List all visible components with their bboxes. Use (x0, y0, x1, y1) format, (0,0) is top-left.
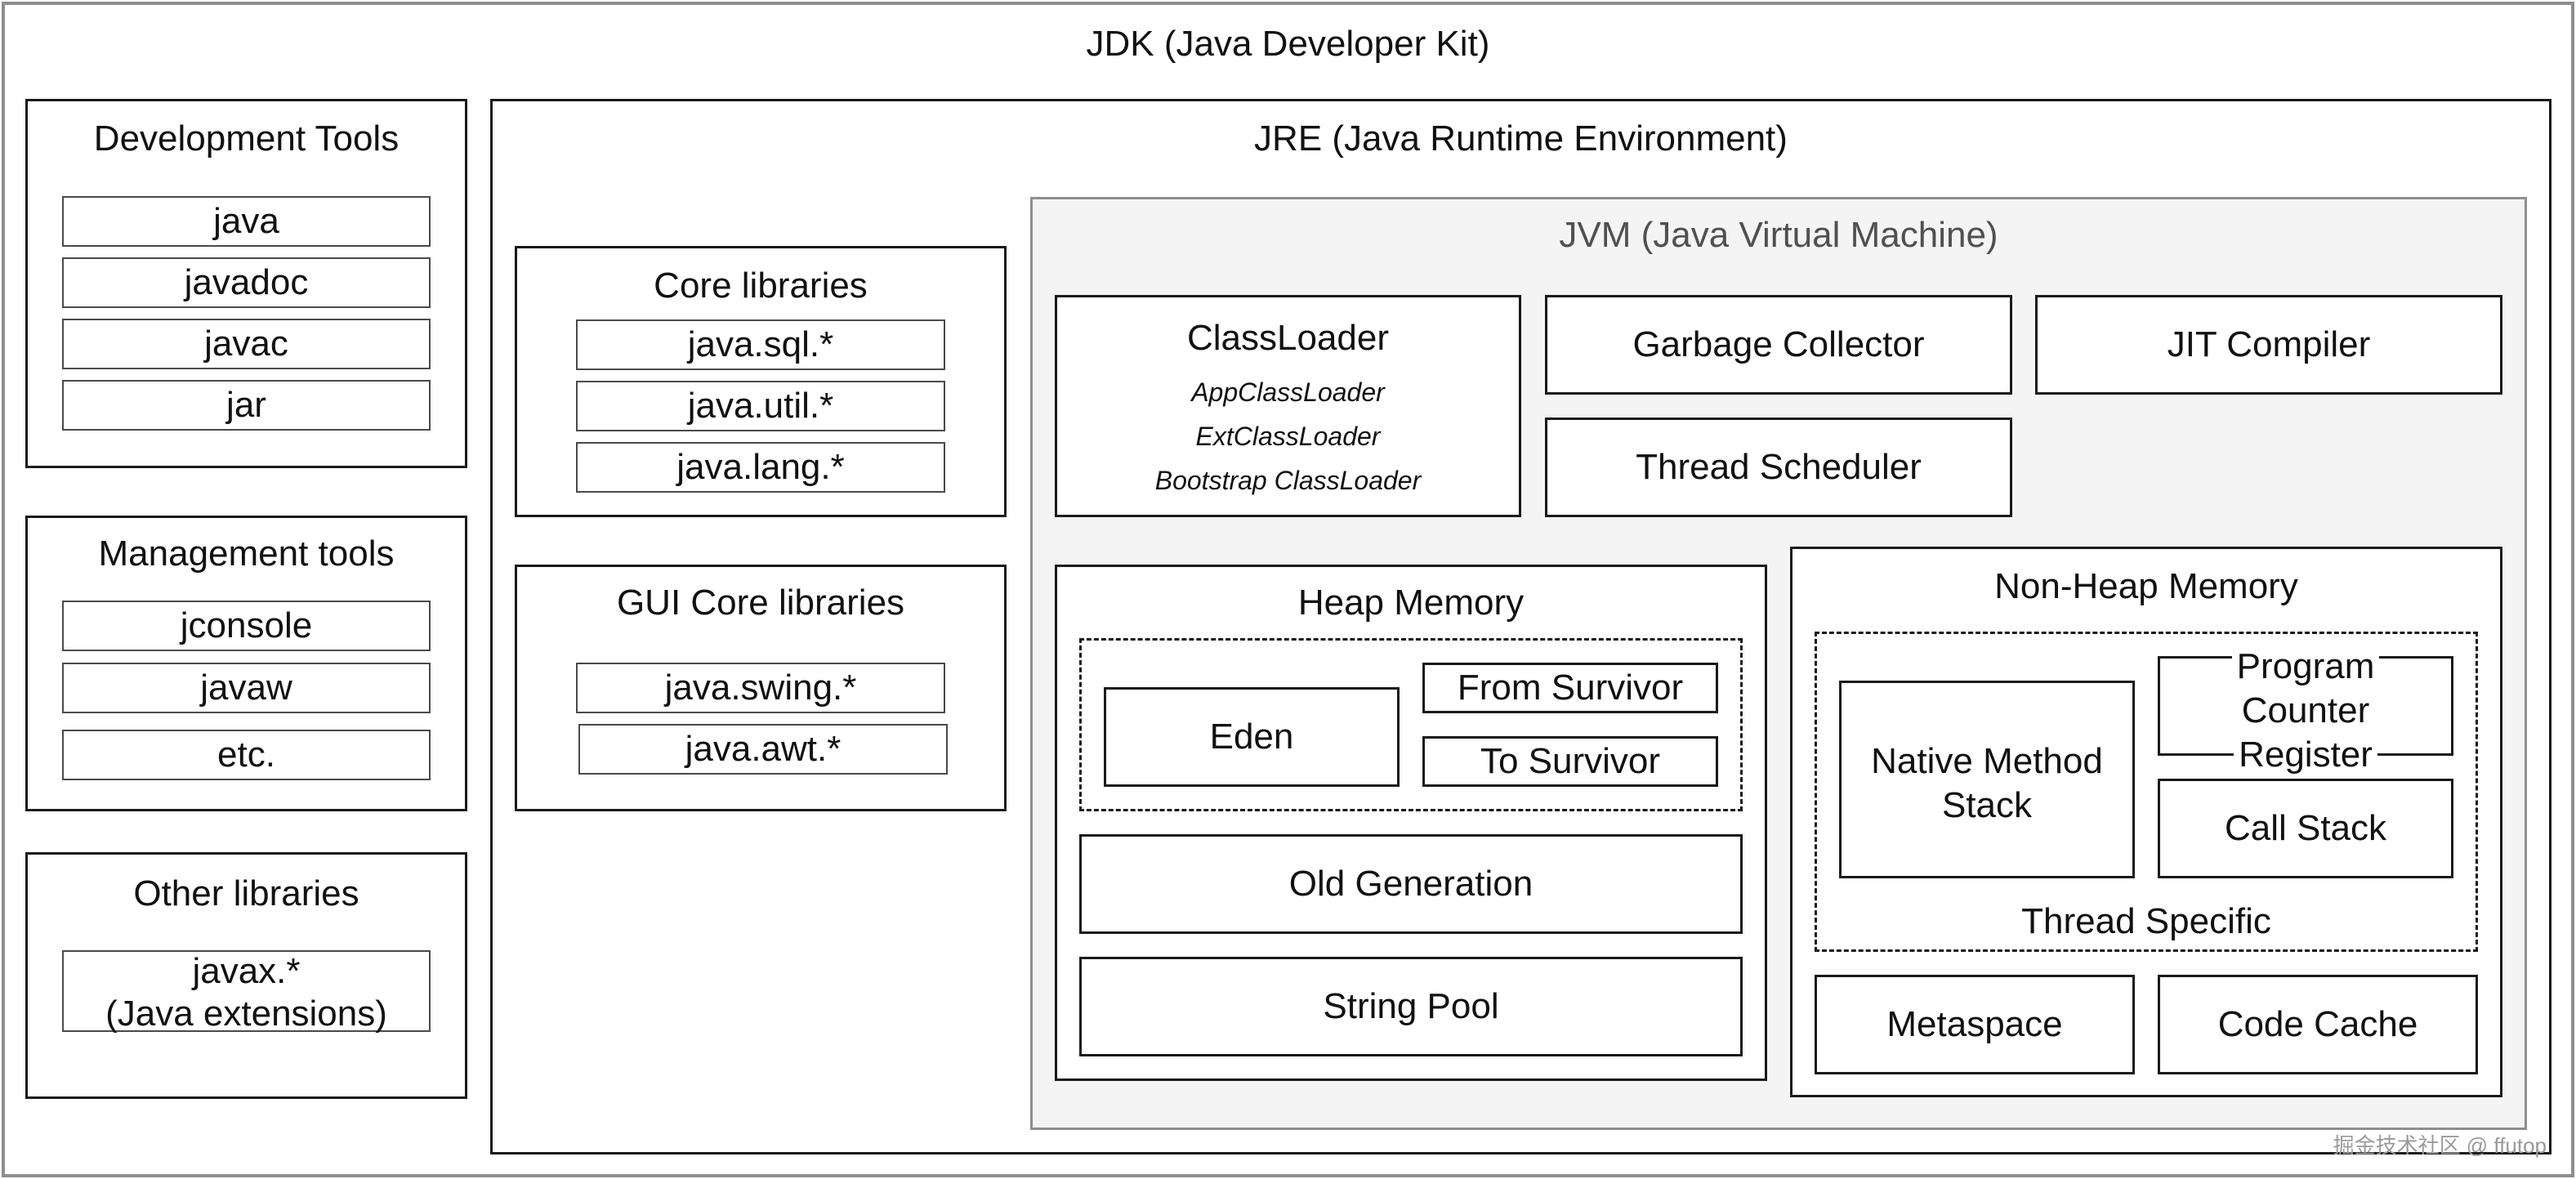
classloader-bootstrap: Bootstrap ClassLoader (1154, 466, 1422, 495)
program-counter-line1: Program (2160, 646, 2451, 686)
jit-compiler-box: JIT Compiler (2035, 295, 2502, 395)
core-libraries-title: Core libraries (654, 266, 868, 306)
library-java-util: java.util.* (576, 381, 945, 431)
call-stack-box: Call Stack (2158, 779, 2453, 878)
tool-java: java (62, 196, 431, 247)
metaspace-box: Metaspace (1815, 975, 2135, 1074)
code-cache-box: Code Cache (2158, 975, 2478, 1074)
jre-title: JRE (Java Runtime Environment) (1254, 118, 1788, 159)
young-generation-region (1079, 638, 1743, 811)
native-method-stack-box: Native Method Stack (1839, 681, 2135, 878)
tool-javadoc: javadoc (62, 257, 431, 308)
tool-jconsole: jconsole (62, 601, 431, 651)
from-survivor-box: From Survivor (1422, 663, 1718, 713)
library-java-swing: java.swing.* (576, 663, 945, 713)
thread-specific-label: Thread Specific (2021, 901, 2271, 941)
heap-memory-title: Heap Memory (1297, 583, 1525, 623)
eden-box: Eden (1104, 687, 1400, 787)
library-javax-description: (Java extensions) (105, 994, 387, 1034)
development-tools-title: Development Tools (93, 118, 400, 159)
tool-javaw: javaw (62, 663, 431, 713)
jvm-title: JVM (Java Virtual Machine) (1559, 215, 1998, 255)
program-counter-register-box: Program Counter Register (2158, 646, 2453, 775)
old-generation-box: Old Generation (1079, 834, 1743, 934)
tool-jar: jar (62, 380, 431, 431)
watermark: 掘金技术社区 @ ffutop (2333, 1133, 2547, 1158)
string-pool-box: String Pool (1079, 957, 1743, 1056)
gui-core-libraries-title: GUI Core libraries (616, 583, 905, 623)
jdk-title: JDK (Java Developer Kit) (1086, 24, 1490, 64)
native-method-stack-line2: Stack (1941, 785, 2033, 825)
tool-etc: etc. (62, 730, 431, 780)
non-heap-memory-title: Non-Heap Memory (1994, 566, 2298, 606)
program-counter-line3-text: Register (2234, 735, 2377, 775)
classloader-title: ClassLoader (1186, 318, 1390, 358)
program-counter-line2: Counter (2241, 690, 2370, 730)
management-tools-title: Management tools (98, 534, 395, 574)
library-javax: javax.* (Java extensions) (62, 950, 431, 1032)
thread-scheduler-box: Thread Scheduler (1545, 418, 2012, 517)
classloader-ext: ExtClassLoader (1195, 422, 1381, 451)
program-counter-line3: Register (2160, 735, 2451, 775)
library-java-sql: java.sql.* (576, 319, 945, 370)
classloader-box: ClassLoader AppClassLoader ExtClassLoade… (1055, 295, 1521, 517)
garbage-collector-box: Garbage Collector (1545, 295, 2012, 395)
library-javax-name: javax.* (192, 951, 301, 991)
program-counter-line1-text: Program (2231, 646, 2380, 686)
native-method-stack-line1: Native Method (1871, 741, 2103, 781)
to-survivor-box: To Survivor (1422, 736, 1718, 787)
thread-specific-region: Thread Specific (1815, 632, 2478, 952)
classloader-app: AppClassLoader (1191, 377, 1385, 407)
library-java-awt: java.awt.* (578, 724, 948, 775)
library-java-lang: java.lang.* (576, 442, 945, 493)
other-libraries-title: Other libraries (133, 873, 359, 913)
tool-javac: javac (62, 319, 431, 369)
